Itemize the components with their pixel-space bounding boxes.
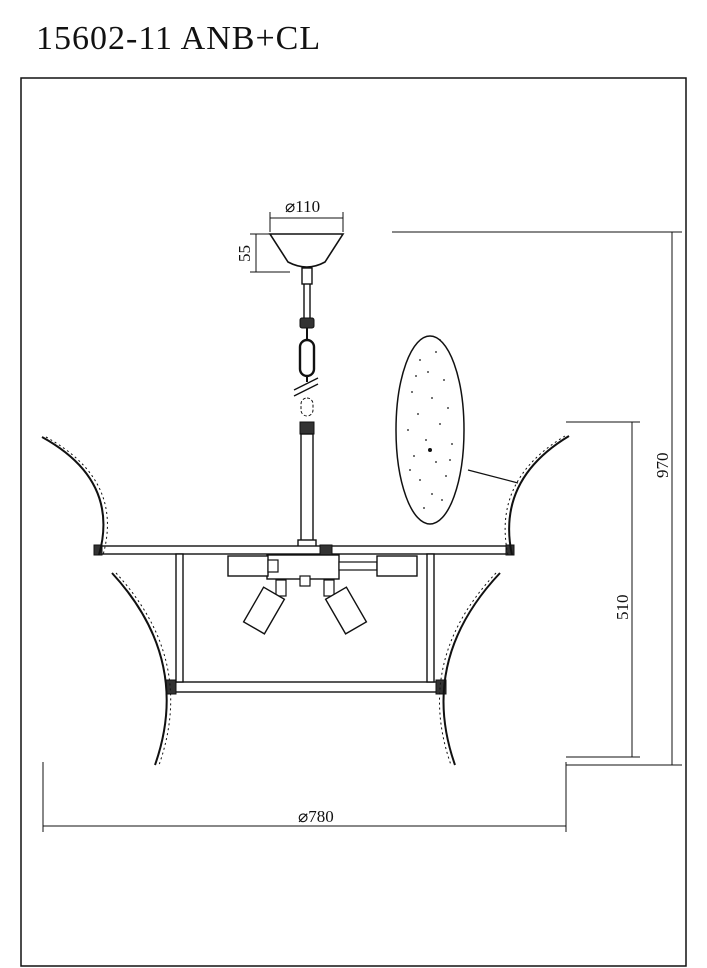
body-height-label: 510: [613, 595, 632, 621]
spotlight-cluster: [227, 554, 418, 635]
canopy-diameter-label: ⌀110: [285, 197, 320, 216]
model-title: 15602-11 ANB+CL: [36, 20, 322, 57]
body-height-dimension: [566, 421, 640, 758]
overall-diameter-label: ⌀780: [298, 807, 334, 826]
overall-height-label: 970: [653, 453, 672, 479]
overall-diameter-dimension: [42, 762, 567, 832]
drawing-frame: [20, 77, 687, 967]
curved-glass-shades: [41, 435, 570, 766]
suspension-chain: [293, 284, 319, 551]
lamp-frame: [93, 544, 515, 695]
glass-detail-view: [395, 335, 519, 525]
canopy-height-dimension: 55: [235, 233, 290, 273]
ceiling-canopy: [268, 233, 345, 285]
canopy-diameter-dimension: ⌀110: [269, 197, 344, 232]
overall-height-dimension: [392, 231, 682, 766]
canopy-height-label: 55: [235, 245, 254, 262]
